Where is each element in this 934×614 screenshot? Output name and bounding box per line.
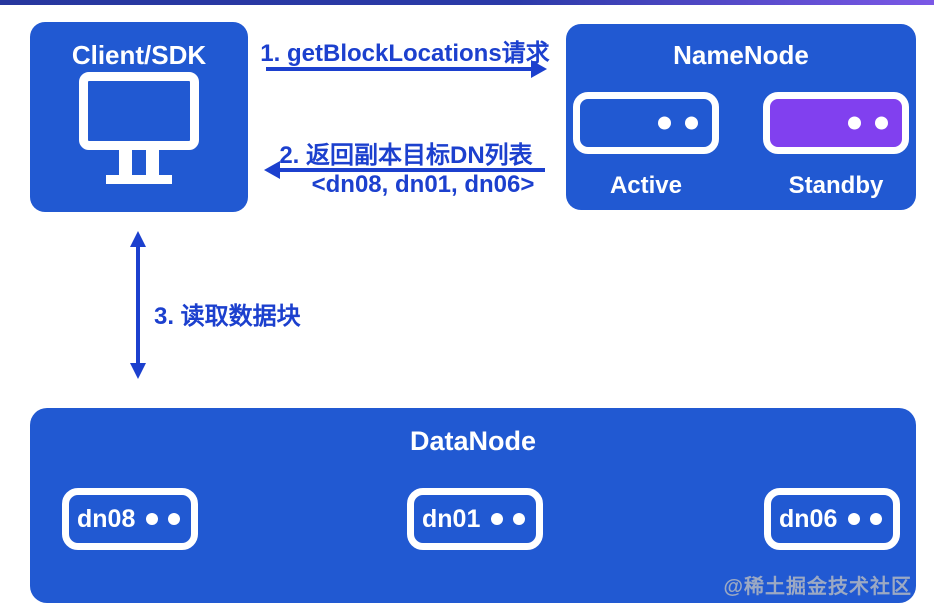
dn08-label: dn08 bbox=[77, 504, 136, 533]
client-sdk-box: Client/SDK bbox=[30, 22, 248, 212]
arrow-vertical-double-icon bbox=[130, 231, 146, 379]
datanode-chip-dn01: dn01 bbox=[407, 488, 543, 550]
server-led-dots bbox=[848, 513, 882, 525]
arrow-left-icon bbox=[264, 161, 545, 179]
standby-label: Standby bbox=[788, 172, 884, 199]
dn06-label: dn06 bbox=[779, 504, 838, 533]
arrow-right-icon bbox=[266, 60, 547, 78]
server-led-dots bbox=[848, 116, 888, 130]
monitor-icon bbox=[79, 72, 199, 184]
namenode-title: NameNode bbox=[673, 40, 809, 70]
monitor-base-shape bbox=[106, 175, 172, 184]
client-sdk-title: Client/SDK bbox=[71, 40, 207, 70]
datanode-chip-dn06: dn06 bbox=[764, 488, 900, 550]
step2-message: 2. 返回副本目标DN列表 bbox=[279, 142, 533, 169]
step1-message: 1. getBlockLocations请求 bbox=[260, 40, 550, 67]
server-led-dots bbox=[146, 513, 180, 525]
monitor-stand-shape bbox=[79, 150, 199, 175]
active-label: Active bbox=[609, 172, 683, 199]
watermark-text: @稀土掘金技术社区 bbox=[723, 576, 912, 598]
top-border-bar bbox=[0, 0, 934, 5]
dn01-label: dn01 bbox=[422, 504, 481, 533]
server-icon-standby bbox=[763, 92, 909, 154]
monitor-screen-shape bbox=[79, 72, 199, 150]
namenode-servers bbox=[566, 92, 916, 154]
server-led-dots bbox=[658, 116, 698, 130]
datanode-title: DataNode bbox=[409, 426, 537, 456]
server-icon-active bbox=[573, 92, 719, 154]
server-led-dots bbox=[491, 513, 525, 525]
datanode-box: DataNode dn08 dn01 dn06 bbox=[30, 408, 916, 603]
step3-message: 3. 读取数据块 bbox=[154, 303, 301, 330]
datanode-chip-dn08: dn08 bbox=[62, 488, 198, 550]
step2-dn-list: <dn08, dn01, dn06> bbox=[311, 171, 535, 198]
namenode-box: NameNode Active Standby bbox=[566, 24, 916, 210]
